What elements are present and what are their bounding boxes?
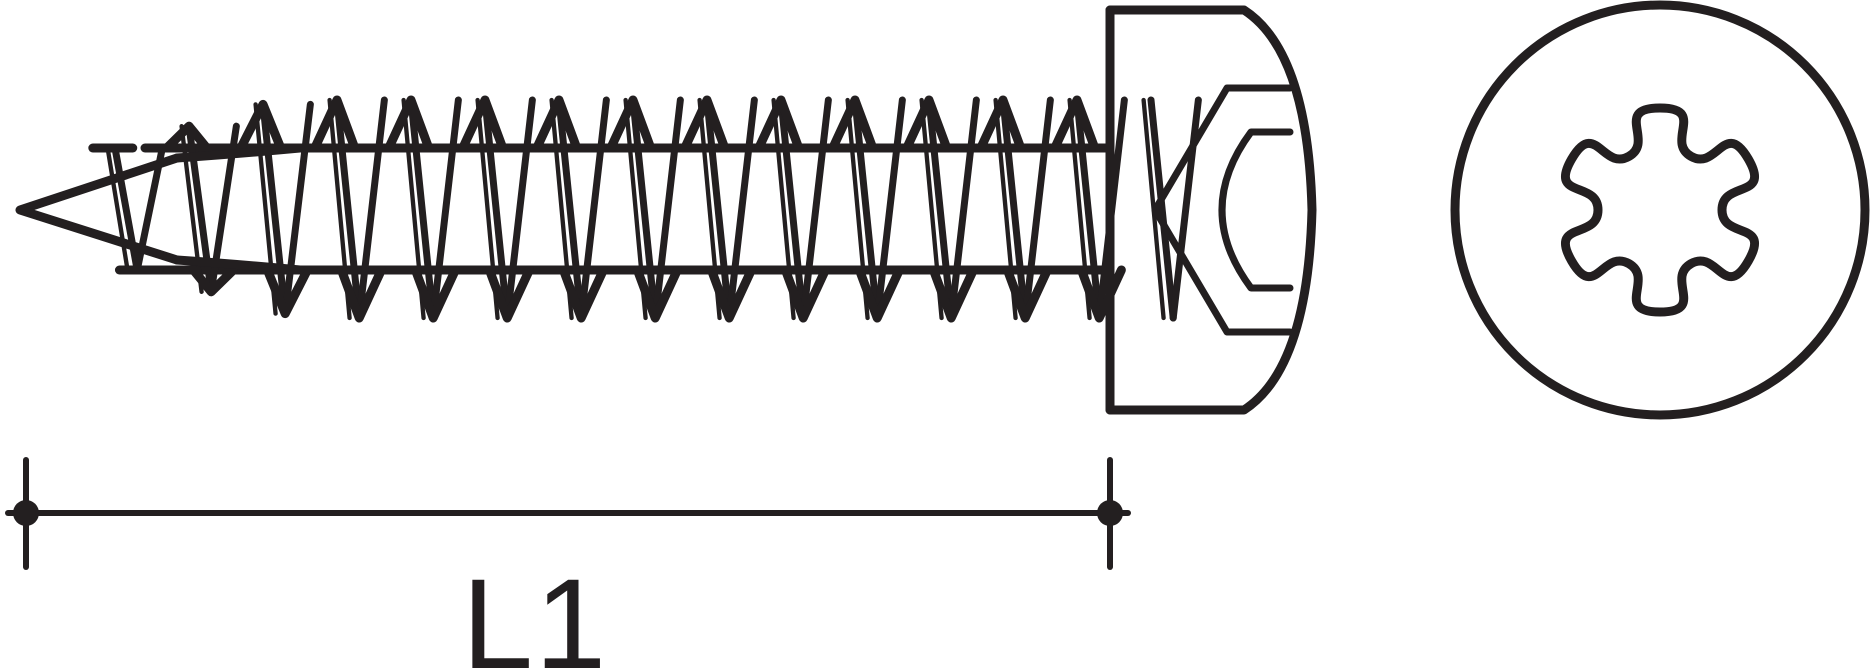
head-outline (1105, 5, 1317, 415)
thread-flank-trailing (355, 96, 388, 322)
thread-crest-top (532, 95, 582, 153)
thread-crest-bottom (262, 265, 312, 319)
thread-crest-bottom (632, 265, 682, 323)
thread-crest-top (384, 95, 434, 153)
thread-crest-top (1050, 95, 1100, 153)
thread-crest-bottom (410, 265, 460, 323)
thread-flank-front (259, 100, 289, 318)
thread-crest-top (902, 95, 952, 153)
thread-crest-top (162, 121, 212, 153)
thread-crest-bottom (1002, 265, 1052, 323)
thread-flank-trailing (429, 96, 462, 322)
point-flare-top (172, 143, 305, 163)
thread-flank-front (1073, 96, 1103, 322)
thread-flank-front (481, 96, 511, 322)
thread-flank-trailing (503, 96, 536, 322)
thread-crest-bottom (188, 265, 238, 297)
dimension-dot-right (1097, 500, 1123, 526)
head-end-view (1450, 0, 1870, 420)
dimension-label-l1: L1 (462, 553, 608, 671)
thread-crest-bottom (558, 265, 608, 323)
thread-flank-front (407, 96, 437, 322)
thread-flank-trailing (799, 96, 832, 322)
thread-flank-front (925, 96, 955, 322)
head-outline-circle (1450, 0, 1870, 420)
thread-flank-trailing (651, 96, 684, 322)
point-flare-bottom (172, 255, 305, 275)
thread-flank-trailing (1021, 96, 1054, 322)
torx-star-icon (1560, 103, 1760, 317)
thread-flank-trailing (873, 96, 906, 322)
thread-crest-top (458, 95, 508, 153)
thread-flank-front (851, 96, 881, 322)
thread-crest-top (754, 95, 804, 153)
thread-crest-bottom (928, 265, 978, 323)
thread-crest-top (236, 99, 286, 153)
pan-head (1105, 5, 1317, 415)
thread-profile (88, 95, 1202, 323)
torx-recess-section (1151, 84, 1294, 336)
thread-crest-top (310, 95, 360, 153)
thread-flank-front (777, 96, 807, 322)
thread-flank-trailing (947, 96, 980, 322)
screw-point (15, 143, 305, 275)
thread-flank-front (629, 96, 659, 322)
thread-crest-bottom (484, 265, 534, 323)
thread-flank-back (105, 145, 130, 273)
screw-side-view (15, 5, 1317, 415)
thread-crest-bottom (706, 265, 756, 323)
recess-outer-profile (1151, 84, 1294, 336)
recess-inner-bore (1218, 128, 1294, 292)
point-cone (15, 153, 182, 265)
thread-flank-front (1147, 96, 1177, 322)
thread-flank-trailing (281, 100, 314, 318)
dimension-l1: L1 (5, 457, 1131, 671)
thread-flank-front (999, 96, 1029, 322)
thread-flank-trailing (725, 96, 758, 322)
thread-crest-top (680, 95, 730, 153)
thread-crest-top (976, 95, 1026, 153)
thread-flank-trailing (577, 96, 610, 322)
thread-crest-top (828, 95, 878, 153)
thread-crest-bottom (336, 265, 386, 323)
thread-flank-front (703, 96, 733, 322)
thread-flank-front (555, 96, 585, 322)
thread-flank-trailing (1169, 96, 1202, 322)
thread-crest-bottom (780, 265, 830, 323)
thread-crest-top (606, 95, 656, 153)
thread-crest-bottom (854, 265, 904, 323)
thread-flank-front (333, 96, 363, 322)
dimension-dot-left (13, 500, 39, 526)
